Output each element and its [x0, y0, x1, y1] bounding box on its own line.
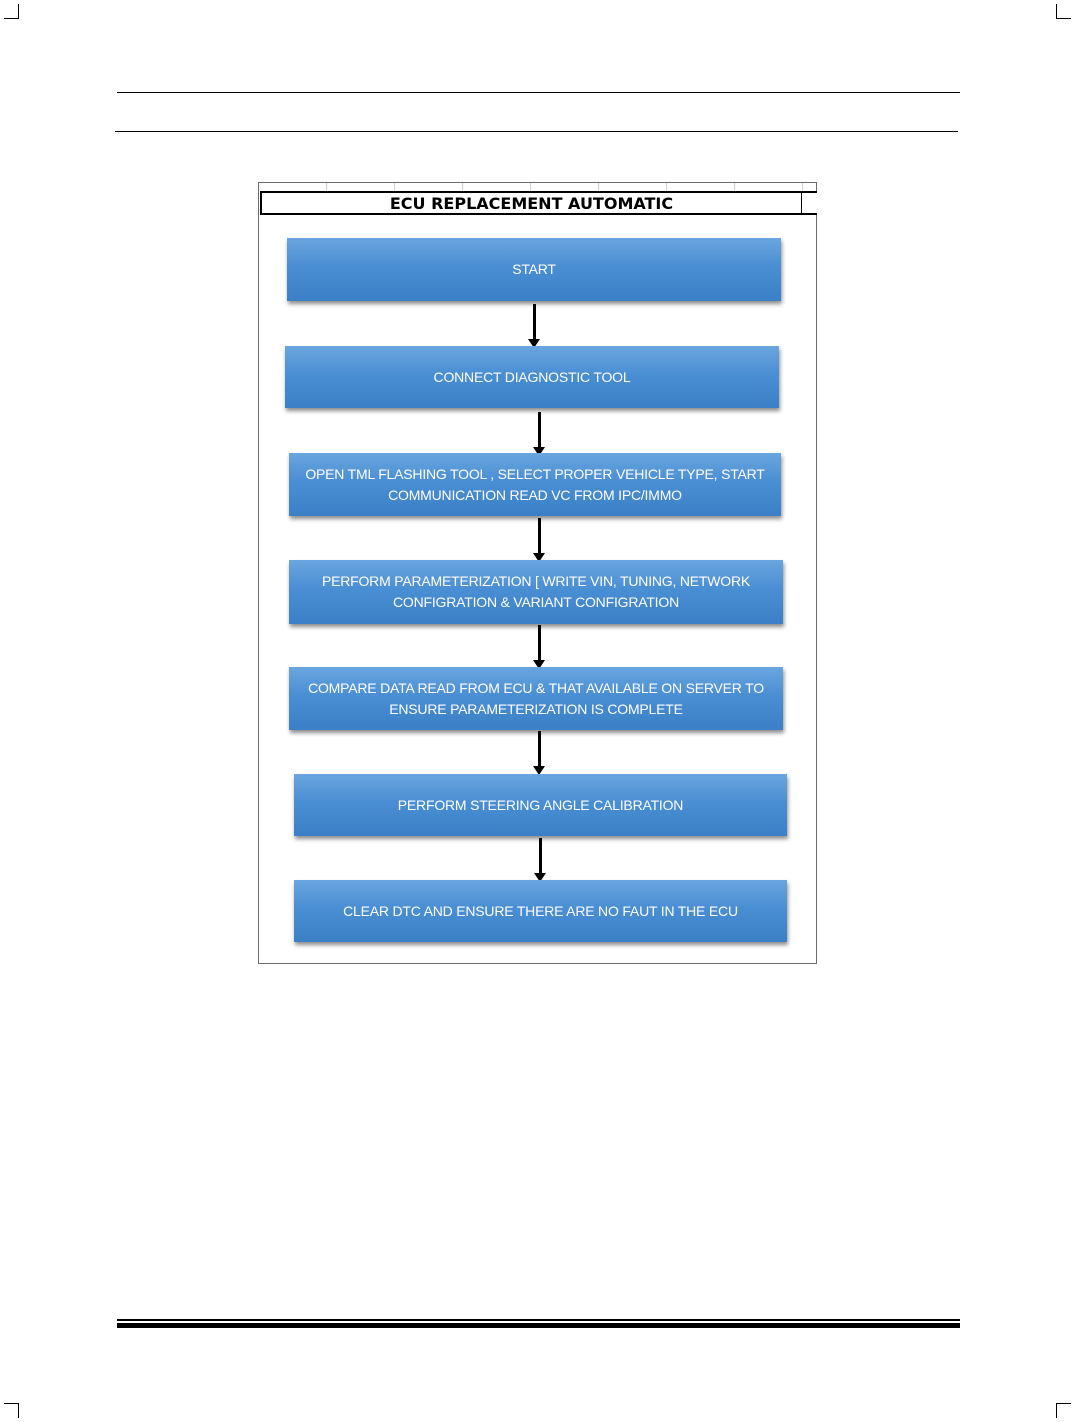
footer-rule-thick [117, 1323, 960, 1328]
arrow-2 [533, 412, 545, 456]
flowchart-title: ECU REPLACEMENT AUTOMATIC [260, 191, 803, 215]
step-steering-angle-calibration: PERFORM STEERING ANGLE CALIBRATION [294, 774, 787, 836]
step-perform-parameterization: PERFORM PARAMETERIZATION [ WRITE VIN, TU… [289, 560, 783, 624]
flowchart-panel: ECU REPLACEMENT AUTOMATIC START CONNECT … [258, 182, 817, 964]
spreadsheet-grid-strip [259, 183, 816, 191]
crop-mark-bottom-left [4, 1403, 19, 1418]
arrow-4 [533, 625, 545, 669]
step-start: START [287, 238, 781, 301]
arrow-6 [534, 838, 546, 882]
arrow-3 [533, 518, 545, 562]
title-side-cell [802, 191, 817, 215]
crop-mark-bottom-right [1056, 1403, 1071, 1418]
crop-mark-top-right [1056, 4, 1071, 19]
step-open-flashing-tool: OPEN TML FLASHING TOOL , SELECT PROPER V… [289, 453, 781, 516]
arrow-5 [533, 731, 545, 775]
step-clear-dtc: CLEAR DTC AND ENSURE THERE ARE NO FAUT I… [294, 880, 787, 942]
step-connect-diagnostic-tool: CONNECT DIAGNOSTIC TOOL [285, 346, 779, 408]
arrow-1 [528, 304, 540, 348]
header-rule-upper [117, 92, 960, 93]
footer-rule-thin [117, 1319, 960, 1321]
crop-mark-top-left [4, 4, 19, 19]
header-rule-lower [115, 131, 958, 132]
step-compare-data: COMPARE DATA READ FROM ECU & THAT AVAILA… [289, 667, 783, 730]
